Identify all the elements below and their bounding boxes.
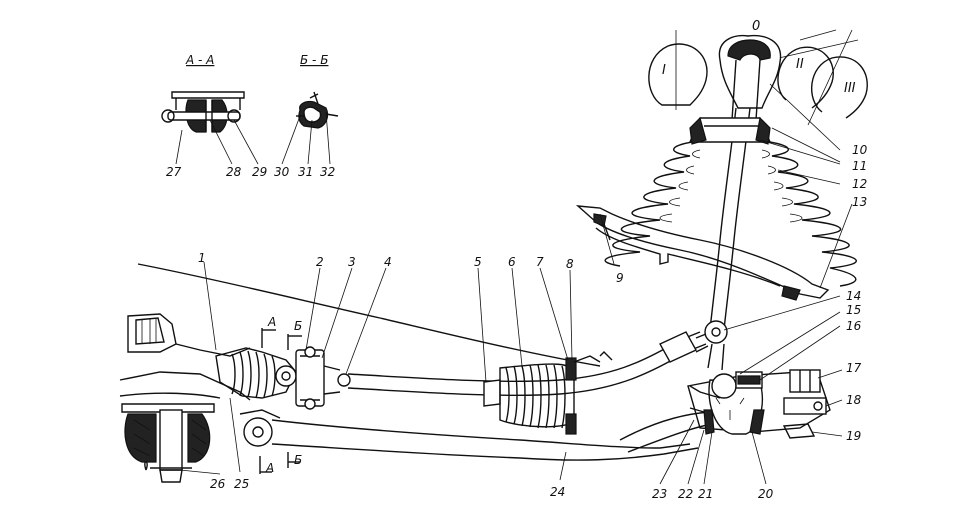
section-aa-title: А - А — [185, 53, 214, 67]
callout-17: 17 — [846, 361, 862, 375]
gear-label-2: II — [796, 57, 804, 72]
gear-2-bulb — [777, 46, 834, 109]
section-view-bb: Б - Б — [296, 53, 339, 129]
callout-20: 20 — [758, 487, 774, 501]
callout-31: 31 — [298, 165, 313, 179]
callout-11: 11 — [852, 159, 867, 173]
callout-2: 2 — [316, 255, 324, 269]
callout-23: 23 — [652, 487, 667, 501]
callout-32: 32 — [320, 165, 335, 179]
rubber-mount — [121, 403, 215, 483]
section-mark-b-lower: Б — [294, 453, 302, 467]
section-mark-b-upper: Б — [294, 319, 302, 333]
callout-4: 4 — [384, 255, 392, 269]
gear-pattern: 0 I II III — [648, 19, 868, 126]
lever-joint — [659, 320, 728, 371]
callout-8: 8 — [566, 257, 574, 271]
callout-27: 27 — [166, 165, 182, 179]
callout-13: 13 — [852, 195, 867, 209]
callout-22: 22 — [678, 487, 693, 501]
callout-10: 10 — [852, 143, 868, 157]
section-view-aa: А - А — [161, 53, 245, 133]
callout-26: 26 — [210, 477, 226, 491]
rear-rod-joint — [215, 346, 351, 410]
rubber-boot — [604, 141, 857, 287]
callout-24: 24 — [550, 485, 565, 499]
callout-25: 25 — [234, 477, 249, 491]
gear-3-bulb — [810, 56, 868, 119]
shift-lever — [688, 34, 782, 331]
gear-label-0: 0 — [752, 19, 760, 34]
reaction-rod — [239, 409, 713, 461]
callout-28: 28 — [226, 165, 242, 179]
gear-label-3: III — [844, 81, 856, 96]
callout-labels: 1 2 3 4 5 6 7 8 9 10 11 12 13 14 15 16 1… — [166, 143, 868, 501]
section-mark-a-lower: А — [265, 461, 274, 475]
body-outline — [137, 263, 601, 367]
gearbox-end — [119, 313, 251, 401]
callout-21: 21 — [698, 487, 713, 501]
ball-support — [687, 369, 831, 439]
callout-30: 30 — [274, 165, 290, 179]
callout-18: 18 — [846, 393, 862, 407]
callout-16: 16 — [846, 319, 862, 333]
callout-19: 19 — [846, 429, 861, 443]
main-shift-rod — [347, 331, 707, 435]
floor-plate — [575, 205, 830, 301]
section-mark-a-upper: А — [267, 315, 276, 329]
callout-14: 14 — [846, 289, 861, 303]
callout-6: 6 — [508, 255, 516, 269]
callout-12: 12 — [852, 177, 867, 191]
section-bb-title: Б - Б — [300, 53, 328, 67]
callout-29: 29 — [252, 165, 267, 179]
lever-rod — [709, 107, 737, 331]
callout-9: 9 — [616, 271, 624, 285]
section-cut-marks: А Б А Б — [259, 315, 302, 475]
callout-7: 7 — [536, 255, 544, 269]
callout-1: 1 — [198, 251, 206, 265]
gear-label-1: I — [662, 63, 666, 78]
callout-3: 3 — [348, 255, 356, 269]
callout-15: 15 — [846, 303, 861, 317]
leader-lines — [175, 83, 853, 485]
gear-1-bulb — [648, 43, 708, 106]
callout-5: 5 — [474, 255, 482, 269]
